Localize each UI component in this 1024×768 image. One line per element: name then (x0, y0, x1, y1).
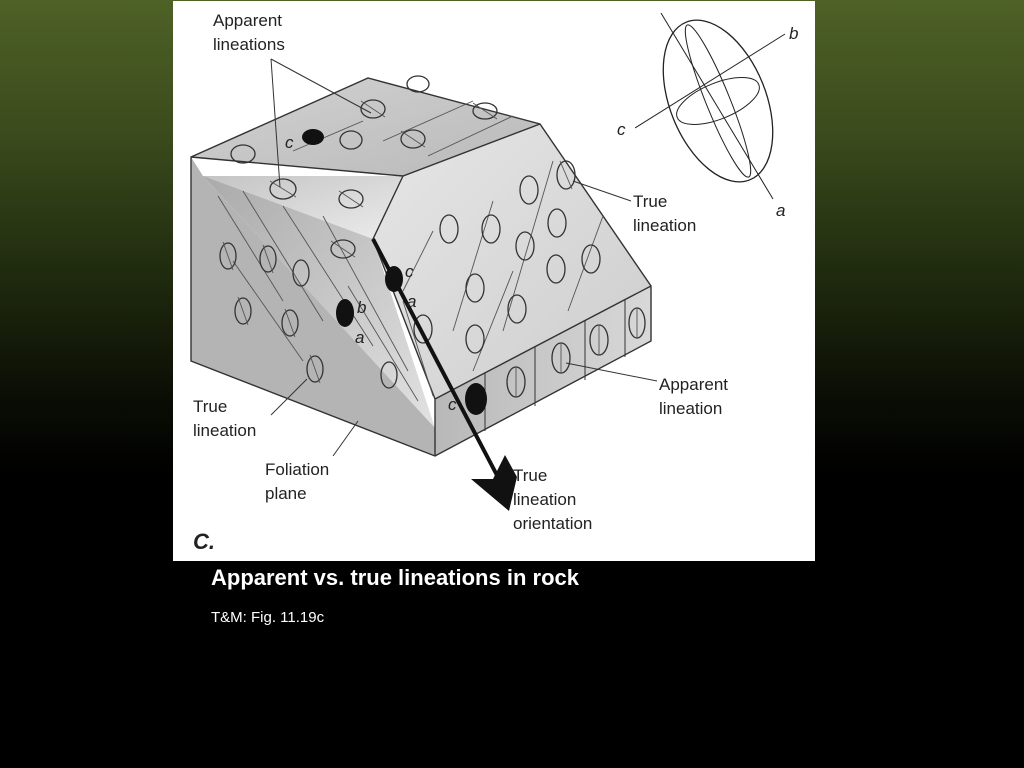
label-apparent-lineations: Apparent lineations (213, 11, 287, 54)
label-true-lineation-right: True lineation (633, 192, 696, 235)
cut-face-ovals (269, 178, 364, 259)
c-axis-marker-top (302, 129, 324, 145)
foliation-traces (217, 100, 604, 402)
rock-block (190, 77, 652, 457)
right-face (373, 124, 651, 399)
c-axis-marker-front (465, 383, 487, 415)
cut-face (203, 176, 403, 239)
axis-c-front: c (448, 395, 457, 414)
leader-lines (270, 58, 658, 457)
axis-c-top: c (285, 133, 294, 152)
label-foliation-plane: Foliation plane (265, 460, 334, 503)
left-side-face (191, 157, 435, 456)
true-lineation-arrow (371, 238, 517, 511)
axis-c-right: c (405, 262, 414, 281)
front-face (435, 286, 651, 456)
b-axis-marker (336, 299, 354, 327)
block-edges (190, 77, 652, 457)
axis-a-left: a (355, 328, 364, 347)
axis-b-left: b (357, 298, 366, 317)
axis-b-ellipsoid: b (789, 24, 798, 43)
label-true-lineation-orientation: True lineation orientation (513, 466, 592, 533)
axis-a-right: a (407, 292, 416, 311)
axis-a-ellipsoid: a (776, 201, 785, 220)
figure-source: T&M: Fig. 11.19c (211, 609, 325, 626)
top-face (191, 78, 540, 176)
axis-c-ellipsoid: c (617, 120, 626, 139)
panel-label: C. (193, 529, 215, 554)
strain-ellipsoid (634, 12, 786, 200)
front-face-ovals (465, 307, 646, 415)
label-apparent-lineation: Apparent lineation (659, 375, 733, 418)
label-true-lineation-left: True lineation (193, 397, 256, 440)
top-face-ovals (230, 75, 498, 164)
foliation-face-ovals (219, 241, 398, 389)
slide-title: Apparent vs. true lineations in rock (211, 565, 579, 590)
lineation-diagram: Apparent lineations True lineation Appar… (173, 1, 815, 561)
